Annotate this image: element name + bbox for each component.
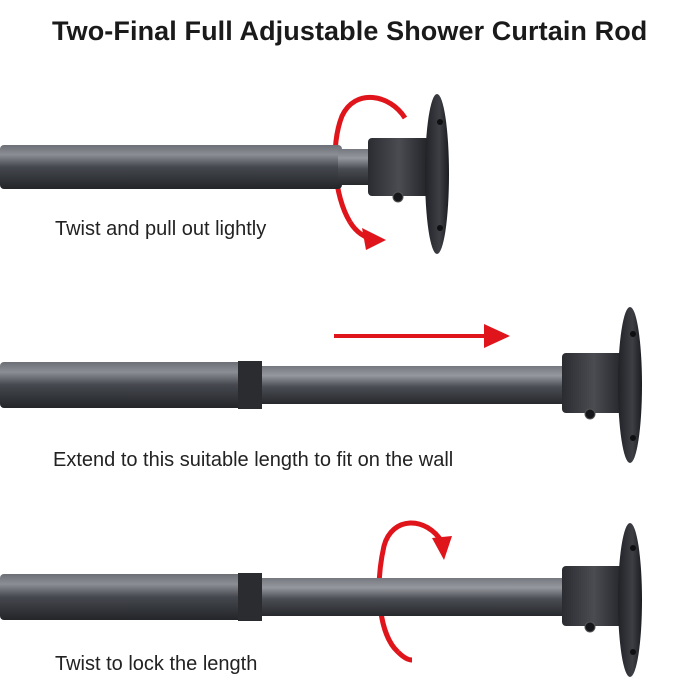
rod-outer [0, 574, 262, 620]
rod-collar [238, 573, 262, 621]
plate-hole [630, 545, 636, 551]
page-title: Two-Final Full Adjustable Shower Curtain… [52, 16, 648, 46]
arrow-head [484, 324, 510, 348]
step-3-illustration [0, 520, 642, 677]
plate-hole [437, 119, 443, 125]
rod-inner [262, 366, 566, 404]
set-screw [584, 621, 596, 633]
twist-arrow-icon [376, 520, 445, 654]
arrow-head [432, 536, 452, 560]
bracket-cup [368, 138, 430, 196]
plate-hole [630, 435, 636, 441]
set-screw [584, 408, 596, 420]
plate-hole [630, 649, 636, 655]
step-2-illustration [0, 307, 642, 463]
arrow-head [362, 228, 386, 250]
rod-outer [0, 145, 342, 189]
rod-collar [238, 361, 262, 409]
bracket-cup [562, 566, 626, 626]
step-1-illustration [0, 94, 449, 254]
wall-plate [618, 523, 642, 677]
plate-hole [437, 225, 443, 231]
rod-outer [0, 362, 262, 408]
wall-plate [425, 94, 449, 254]
wall-plate [618, 307, 642, 463]
plate-hole [630, 331, 636, 337]
step-3-caption: Twist to lock the length [55, 653, 258, 675]
step-2-caption: Extend to this suitable length to fit on… [53, 449, 454, 471]
step-1-caption: Twist and pull out lightly [55, 218, 267, 240]
bracket-cup [562, 353, 626, 413]
rod-inner [262, 578, 566, 616]
set-screw [392, 191, 404, 203]
twist-arrow-icon [332, 95, 408, 224]
twist-arrow-front [396, 650, 413, 663]
